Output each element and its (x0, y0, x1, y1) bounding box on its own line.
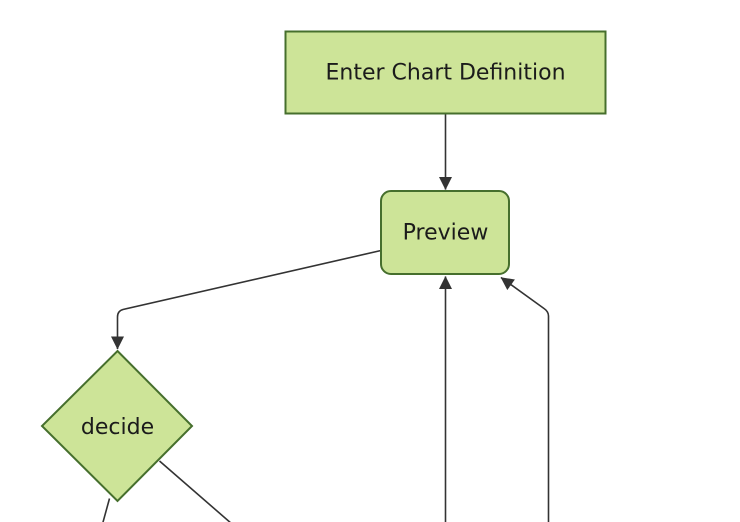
enter-chart-definition-label: Enter Chart Definition (325, 61, 565, 86)
node-enter-chart-definition: Enter Chart Definition (284, 30, 607, 115)
edge-offscreen-right-to-preview (500, 276, 550, 522)
edge-layer (102, 113, 550, 522)
preview-box (380, 190, 510, 275)
edge-preview-to-decide (111, 249, 382, 350)
edge-decide-to-offscreen-right (158, 460, 231, 522)
edge-decide-to-offscreen-left (102, 498, 111, 522)
enter-chart-definition-box (284, 30, 607, 115)
node-decide: decide (40, 349, 194, 503)
decide-diamond (40, 349, 194, 503)
decide-label: decide (81, 415, 154, 440)
node-preview: Preview (380, 190, 510, 275)
preview-label: Preview (403, 221, 489, 246)
